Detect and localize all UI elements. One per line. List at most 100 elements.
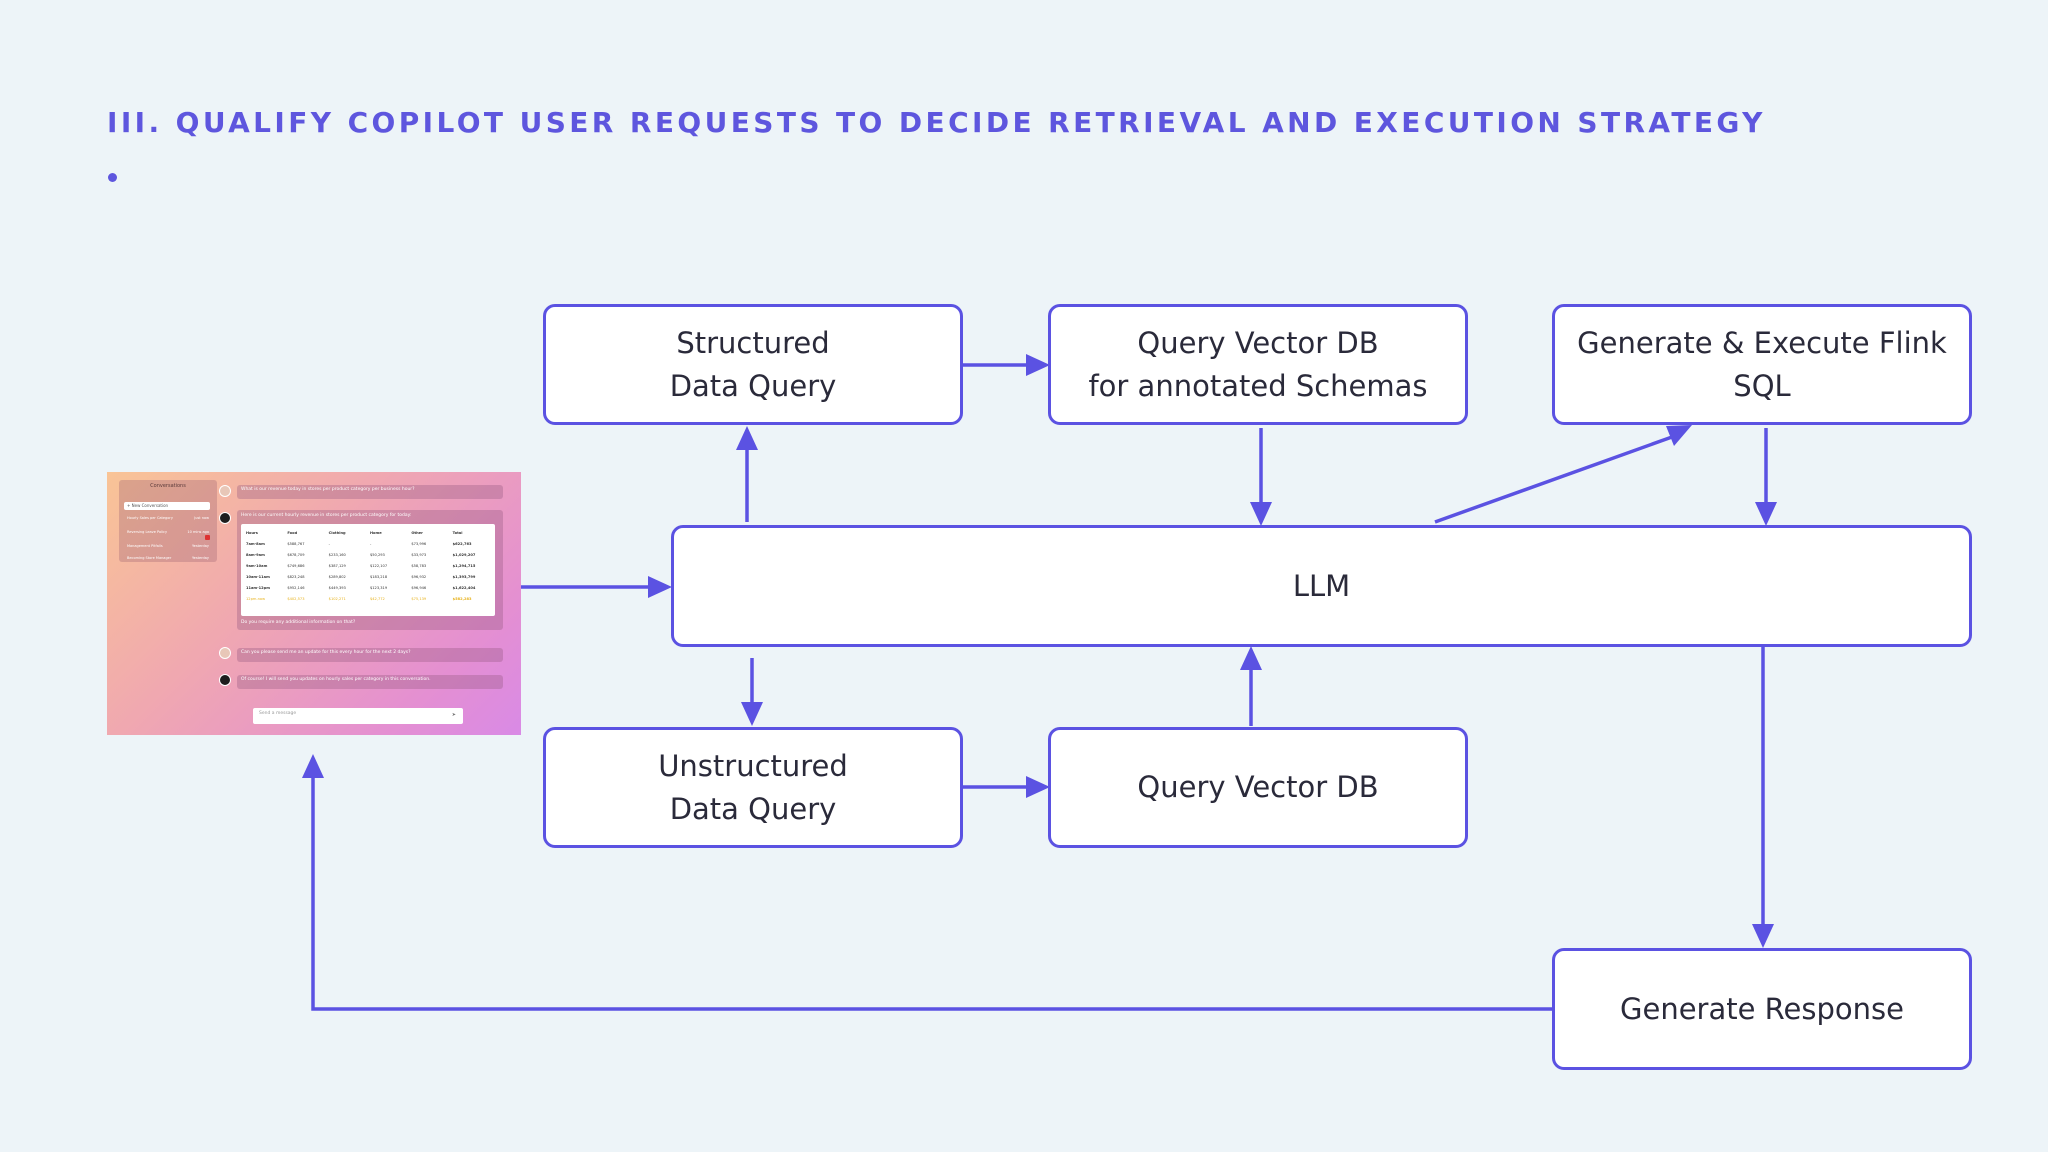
bullet-dot [108, 173, 117, 182]
conversation-time: 10 mins ago [187, 530, 209, 534]
table-cell: $387,129 [328, 563, 346, 568]
node-label: LLM [1292, 568, 1351, 603]
table-cell: - [369, 541, 372, 546]
bot-message: Of course! I will send you updates on ho… [237, 675, 503, 689]
user-avatar [219, 485, 231, 497]
table-cell: 12pm-now [246, 596, 266, 601]
bot-message: Here is our current hourly revenue in st… [237, 510, 503, 630]
column-header: Food [287, 530, 298, 535]
table-cell: $622,763 [452, 541, 472, 546]
conversation-sidebar: Conversations + New Conversation Hourly … [119, 480, 217, 562]
arrow-llm-to-flink [1434, 435, 1673, 524]
conversation-title: Reversing Leave Policy [127, 530, 168, 534]
column-header: Home [369, 530, 382, 535]
arrowhead-response-to-ui [302, 754, 324, 778]
copilot-chat-screenshot: Conversations + New Conversation Hourly … [107, 472, 521, 735]
table-row: 8am-9am$678,709$233,160$50,293$33,973$1,… [244, 549, 492, 560]
table-cell: $75,139 [411, 596, 427, 601]
node-label: SQL [1733, 368, 1791, 403]
conversation-item: Reversing Leave Policy 10 mins ago [127, 530, 209, 534]
bot-message-intro: Here is our current hourly revenue in st… [241, 513, 412, 518]
user-message: What is our revenue today in stores per … [237, 485, 503, 499]
table-cell: $749,686 [287, 563, 305, 568]
sidebar-title: Conversations [150, 483, 186, 489]
table-cell: 10am-11am [246, 574, 270, 579]
node-label: Unstructured [658, 748, 848, 783]
arrowhead-ui-to-llm [648, 576, 672, 598]
node-label: Structured [676, 325, 830, 360]
table-cell: $33,973 [411, 552, 427, 557]
table-cell: $96,932 [411, 574, 427, 579]
node-label: Query Vector DB [1137, 325, 1379, 360]
table-cell: $50,293 [369, 552, 385, 557]
user-avatar [219, 647, 231, 659]
column-header: Clothing [328, 530, 346, 535]
arrowhead-unstructured-to-vector [1026, 776, 1050, 798]
message-input-placeholder: Send a message [259, 711, 297, 716]
table-header-row: Hours Food Clothing Home Other Total [244, 527, 492, 538]
table-cell: $1,393,799 [452, 574, 476, 579]
table-cell: $183,218 [369, 574, 388, 579]
unread-badge [205, 535, 210, 540]
table-row: 10am-11am $823,248 $289,802 $183,218 $96,932… [244, 571, 492, 582]
arrowhead-llm-to-structured [736, 426, 758, 450]
conversation-time: Yesterday [192, 556, 209, 560]
table-row: 11am-12pm$952,146$449,393$123,319$96,946… [244, 582, 492, 593]
node-label: Data Query [669, 791, 837, 826]
table-cell: $42,772 [369, 596, 385, 601]
table-cell: $588,767 [287, 541, 305, 546]
conversation-title: Hourly Sales per Category [127, 516, 173, 520]
node-label: for annotated Schemas [1088, 368, 1428, 403]
arrowhead-vector-to-llm [1240, 646, 1262, 670]
column-header: Total [452, 530, 463, 535]
conversation-title: Management Pitfalls [127, 544, 163, 548]
message-input: Send a message ➤ [253, 708, 463, 724]
arrowhead-llm-to-response [1752, 924, 1774, 948]
table-cell: $823,248 [287, 574, 305, 579]
table-cell: $123,319 [369, 585, 388, 590]
table-cell: $678,709 [287, 552, 305, 557]
conversation-time: Yesterday [192, 544, 209, 548]
table-cell: - [328, 541, 330, 546]
table-cell: $122,107 [369, 563, 388, 568]
arrowhead-llm-to-unstructured [741, 702, 763, 726]
table-cell: $952,146 [287, 585, 305, 590]
llm-node: LLM [671, 525, 1972, 647]
table-cell: $233,160 [328, 552, 346, 557]
conversation-item: Management Pitfalls Yesterday [127, 544, 209, 548]
arrowhead-flink-to-llm [1755, 502, 1777, 526]
table-cell: $1,294,715 [452, 563, 476, 568]
slide-title: III. QUALIFY COPILOT USER REQUESTS TO DE… [107, 106, 1766, 139]
conversation-item: Becoming Store Manager Yesterday [127, 556, 209, 560]
new-conversation-button: + New Conversation [124, 502, 210, 510]
arrowhead-llm-to-flink [1666, 425, 1692, 446]
table-cell: $402,573 [287, 596, 305, 601]
node-label: Query Vector DB [1137, 770, 1379, 804]
bot-followup: Do you require any additional informatio… [241, 620, 356, 625]
arrowhead-structured-to-schemas [1026, 354, 1050, 376]
table-cell: $73,996 [411, 541, 427, 546]
column-header: Hours [246, 530, 258, 535]
arrow-response-to-ui [311, 776, 1553, 1011]
table-cell: $1,029,207 [452, 552, 476, 557]
table-cell: $289,802 [328, 574, 346, 579]
table-cell: $58,783 [411, 563, 427, 568]
table-row: 7am-8am$588,767--$73,996$622,763 [244, 538, 492, 549]
table-cell: 9am-10am [246, 563, 268, 568]
user-message: Can you please send me an update for thi… [237, 648, 503, 662]
node-label: Data Query [669, 368, 837, 403]
table-cell: $102,271 [328, 596, 346, 601]
table-cell: $1,622,404 [452, 585, 476, 590]
table-row: 12pm-now $402,573 $102,271 $42,772 $75,139 $5… [244, 593, 492, 604]
conversation-title: Becoming Store Manager [127, 556, 172, 560]
query-vector-db-schemas-node: Query Vector DB for annotated Schemas [1048, 304, 1468, 425]
node-label: Generate Response [1620, 991, 1904, 1026]
arrowhead-schemas-to-llm [1250, 502, 1272, 526]
send-icon: ➤ [451, 712, 456, 718]
table-cell: $582,283 [452, 596, 472, 601]
table-cell: 11am-12pm [246, 585, 270, 590]
